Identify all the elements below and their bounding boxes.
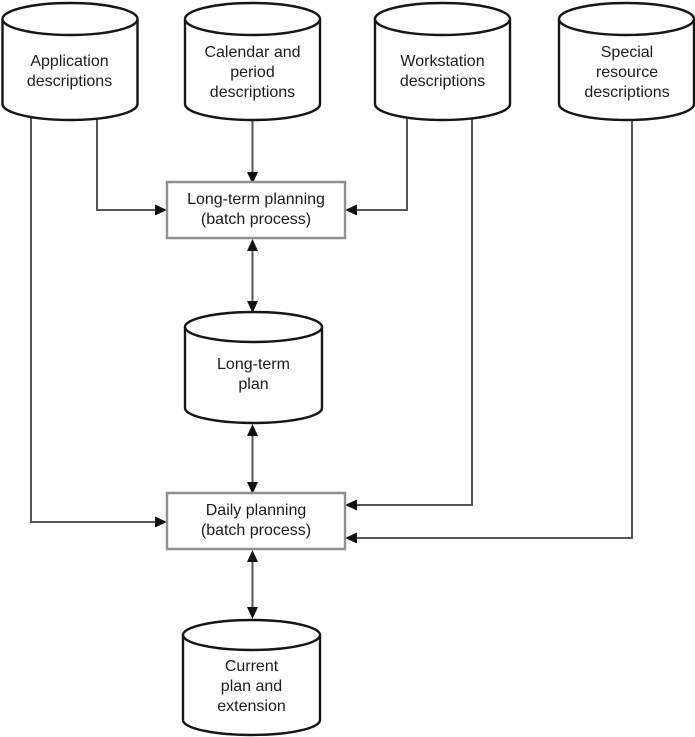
calendar-period-descriptions-label: Calendar and period descriptions [204,44,301,101]
edge-calendar-to-long-term-planning [247,112,258,184]
datastore-calendar-period-descriptions [183,1,322,122]
arrow-down-icon [247,172,258,184]
arrow-up-icon [247,424,258,436]
arrow-left-icon [345,499,357,511]
arrow-down-icon [247,607,258,619]
arrow-down-icon [247,482,258,494]
datastore-special-resource-descriptions [557,1,695,122]
long-term-plan-label: Long-term plan [217,356,290,393]
arrow-up-icon [247,550,258,562]
datastore-long-term-plan [183,310,324,425]
arrow-left-icon [345,532,357,544]
arrow-left-icon [345,204,357,216]
edge-application-to-daily-planning [30,112,167,528]
edge-long-term-plan-daily-planning [247,424,258,494]
edge-application-to-long-term-planning [96,112,167,216]
process-daily-planning-box [165,491,347,551]
arrow-up-icon [247,239,258,251]
daily-planning-label: Daily planning (batch process) [200,502,312,539]
edge-workstation-to-long-term-planning [345,112,408,216]
arrow-down-icon [247,301,258,313]
edge-workstation-to-daily-planning [345,112,473,511]
process-long-term-planning-box [165,180,347,240]
long-term-planning-label: Long-term planning (batch process) [187,191,325,228]
datastore-workstation-descriptions [373,1,512,122]
arrow-right-icon [155,204,167,216]
workstation-descriptions-label: Workstation descriptions [399,53,486,90]
edge-daily-planning-current-plan [247,550,258,619]
arrow-right-icon [155,516,167,528]
datastore-application-descriptions [1,1,139,122]
edge-special-to-daily-planning [345,112,633,544]
special-resource-descriptions-label: Special resource descriptions [584,44,670,101]
datastore-current-plan-extension [181,618,322,737]
edge-long-term-planning-long-term-plan [247,239,258,313]
current-plan-extension-label: Current plan and extension [217,658,286,715]
application-descriptions-label: Application descriptions [26,53,113,90]
